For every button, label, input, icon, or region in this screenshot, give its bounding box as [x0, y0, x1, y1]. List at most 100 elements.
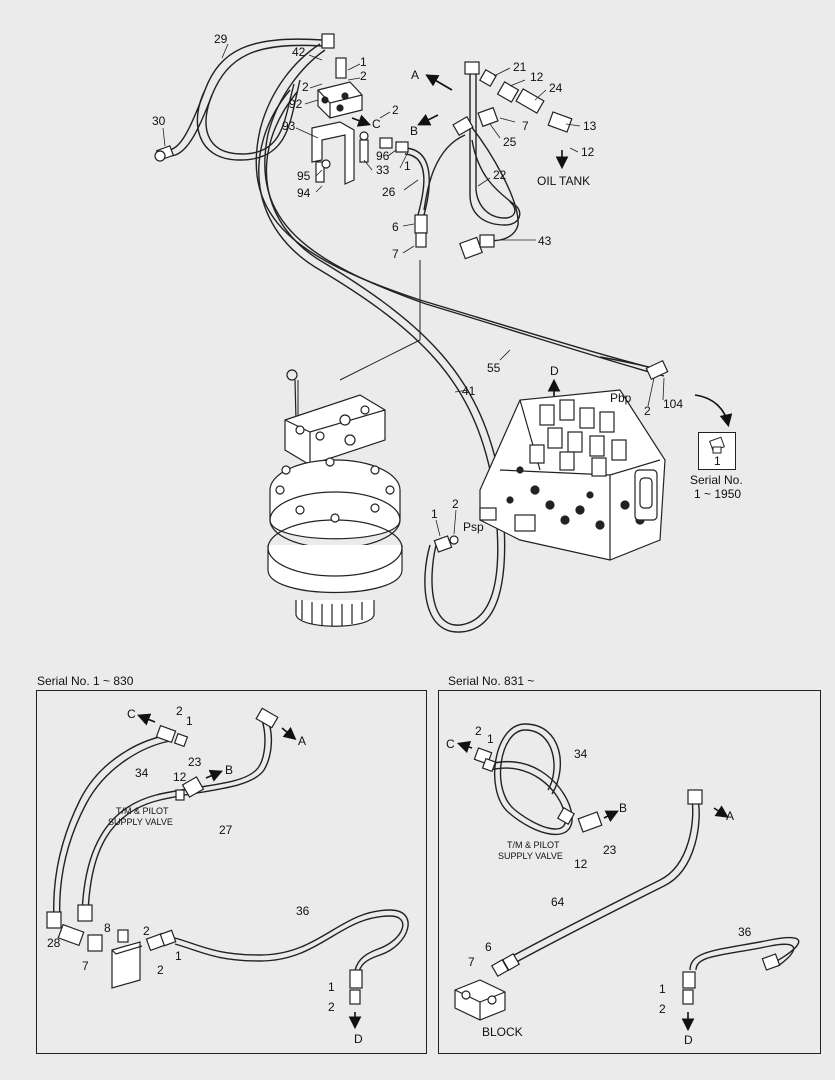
callout-43: 43	[538, 234, 552, 248]
callout-1: 1	[186, 714, 193, 728]
callout-23: 23	[188, 755, 202, 769]
callout-2: 2	[475, 724, 482, 738]
valve-label-line1: T/M & PILOT	[116, 806, 169, 816]
callout-13: 13	[583, 119, 597, 133]
callout-55: 55	[487, 361, 501, 375]
top-hoses	[167, 38, 665, 633]
callout-1: 1	[431, 507, 438, 521]
serial-inset-box: 1	[698, 432, 736, 470]
callout-36: 36	[738, 925, 752, 939]
fitting-icon	[709, 436, 725, 454]
port-label-d: D	[684, 1033, 693, 1047]
callout-7: 7	[392, 247, 399, 261]
valve-label-line1: T/M & PILOT	[507, 840, 560, 850]
right-panel-frame	[438, 690, 821, 1054]
top-valve-block	[311, 33, 363, 185]
callout-2: 2	[360, 69, 367, 83]
callout-12: 12	[173, 770, 187, 784]
callout-41: 41	[462, 384, 476, 398]
right-panel-heading: Serial No. 831 ~	[448, 674, 535, 688]
callout-96: 96	[376, 149, 390, 163]
callout-22: 22	[493, 168, 507, 182]
valve-label-line2: SUPPLY VALVE	[498, 851, 563, 861]
callout-2: 2	[644, 404, 651, 418]
callout-12: 12	[530, 70, 544, 84]
callout-6: 6	[485, 940, 492, 954]
callout-92: 92	[289, 97, 303, 111]
callout-23: 23	[603, 843, 617, 857]
callout-93: 93	[282, 119, 296, 133]
callout-7: 7	[82, 959, 89, 973]
callout-2: 2	[157, 963, 164, 977]
port-label-c: C	[372, 117, 381, 131]
callout-2: 2	[328, 1000, 335, 1014]
callout-12: 12	[581, 145, 595, 159]
callout-28: 28	[47, 936, 61, 950]
port-label-a: A	[298, 734, 307, 748]
callout-8: 8	[104, 921, 111, 935]
port-label-pbp: Pbp	[610, 391, 632, 405]
callout-34: 34	[574, 747, 588, 761]
port-label-d: D	[550, 364, 559, 378]
leader-lines	[297, 260, 421, 420]
swing-motor	[267, 369, 403, 627]
top-fittings	[154, 61, 669, 553]
callout-6: 6	[392, 220, 399, 234]
callout-leaders	[162, 43, 665, 537]
port-label-b: B	[225, 763, 234, 777]
right-panel-arrows	[456, 740, 729, 1032]
port-label-c: C	[127, 707, 136, 721]
block-label: BLOCK	[482, 1025, 523, 1039]
inset-part-number: 1	[714, 454, 721, 468]
oil-tank-label: OIL TANK	[537, 174, 591, 188]
valve-label-line2: SUPPLY VALVE	[108, 817, 173, 827]
right-panel-fittings	[454, 747, 781, 1021]
port-label-d: D	[354, 1032, 363, 1046]
callout-1: 1	[175, 949, 182, 963]
left-panel-arrows	[137, 713, 362, 1030]
callout-1: 1	[487, 732, 494, 746]
callout-29: 29	[214, 32, 228, 46]
left-panel-frame	[36, 690, 427, 1054]
callout-2: 2	[392, 103, 399, 117]
callout-21: 21	[513, 60, 527, 74]
callout-42: 42	[292, 45, 306, 59]
callout-104: 104	[663, 397, 684, 411]
inset-serial-line1: Serial No.	[690, 473, 743, 487]
callout-7: 7	[468, 955, 475, 969]
inset-serial-line2: 1 ~ 1950	[694, 487, 742, 501]
callout-24: 24	[549, 81, 563, 95]
callout-94: 94	[297, 186, 311, 200]
callout-34: 34	[135, 766, 149, 780]
callout-7: 7	[522, 119, 529, 133]
port-label-b: B	[619, 801, 628, 815]
callout-2: 2	[176, 704, 183, 718]
main-control-valve	[479, 389, 666, 561]
callout-25: 25	[503, 135, 517, 149]
callout-33: 33	[376, 163, 390, 177]
callout-1: 1	[659, 982, 666, 996]
callout-2: 2	[452, 497, 459, 511]
callout-1: 1	[404, 159, 411, 173]
port-label-b: B	[410, 124, 419, 138]
callout-64: 64	[551, 895, 565, 909]
callout-12: 12	[574, 857, 588, 871]
port-label-a: A	[411, 68, 420, 82]
port-label-psp: Psp	[463, 520, 484, 534]
callout-1: 1	[360, 55, 367, 69]
callout-30: 30	[152, 114, 166, 128]
right-panel-hoses	[489, 723, 800, 971]
left-panel-heading: Serial No. 1 ~ 830	[37, 674, 134, 688]
callout-2: 2	[659, 1002, 666, 1016]
callout-36: 36	[296, 904, 310, 918]
port-label-a: A	[726, 809, 735, 823]
callout-27: 27	[219, 823, 233, 837]
callout-1: 1	[328, 980, 335, 994]
port-label-c: C	[446, 737, 455, 751]
callout-2: 2	[143, 924, 150, 938]
callout-95: 95	[297, 169, 311, 183]
left-panel-fittings	[46, 707, 363, 1005]
callout-26: 26	[382, 185, 396, 199]
